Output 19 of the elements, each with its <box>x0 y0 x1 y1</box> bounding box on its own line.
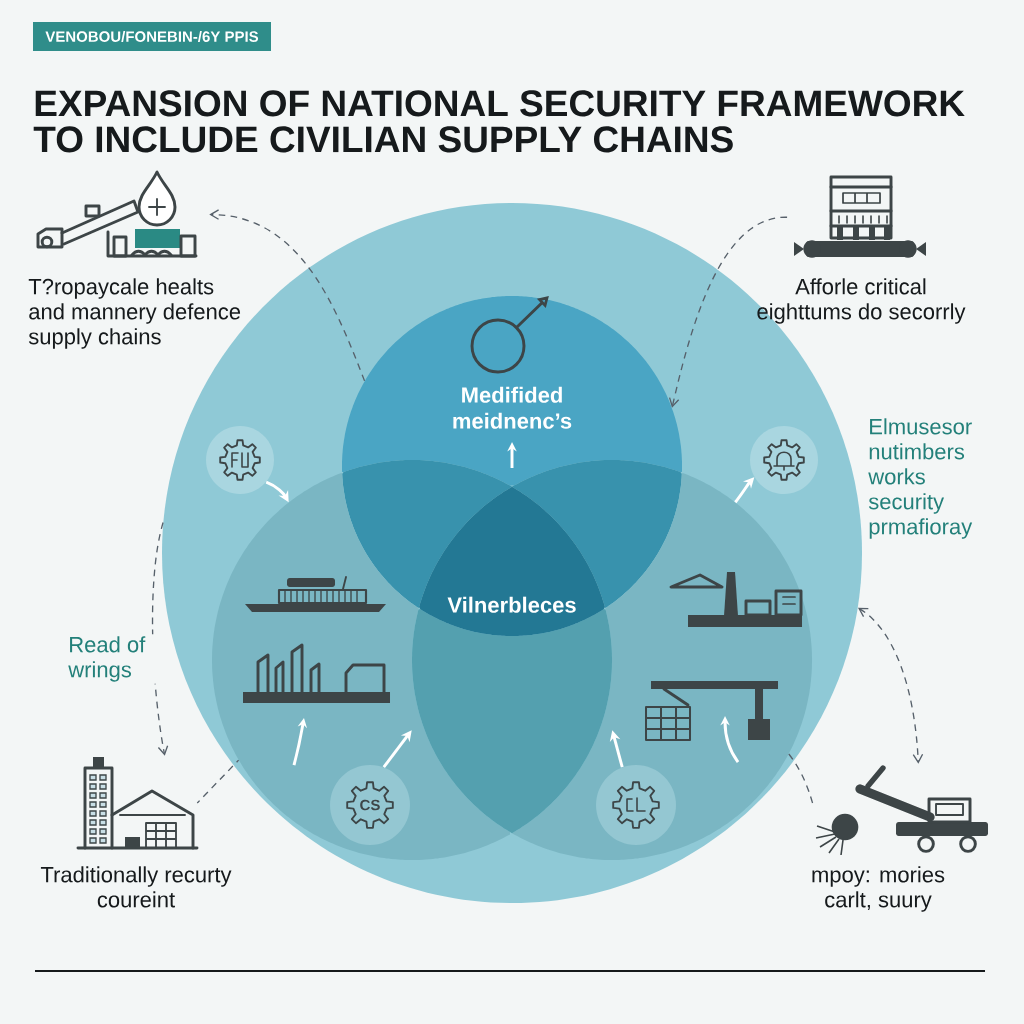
category-tag: VENOBOU/FONEBIN-/6Y PPIS <box>33 22 271 51</box>
icon-disc: CS <box>330 765 410 845</box>
machine-illustration <box>794 175 926 258</box>
dashed-arrow <box>668 216 788 408</box>
node-label: Traditionally recurty coureint <box>40 866 232 908</box>
side-note: Elmusesor nutimbers works security prmafioray <box>868 418 973 539</box>
title: EXPANSION OF NATIONAL SECURITY FRAMEWORK TO INCLUDE CIVILIAN SUPPLY CHAINS <box>33 90 965 153</box>
node-label: Afforle critical eighttums do secorrly <box>757 278 966 324</box>
dashed-double-arrow <box>857 607 924 764</box>
dashed-arrow <box>209 209 366 382</box>
node-label: T?ropaycale healts and mannery defence supply chains <box>28 278 241 349</box>
venn-overlap: Vilnerbleces <box>412 486 612 834</box>
arrow <box>382 730 412 769</box>
dashed-line <box>196 759 240 804</box>
building-illustration <box>76 757 199 850</box>
node-label: mpoy: mories carlt, suury <box>812 866 945 912</box>
edge-label: Read of wrings <box>66 634 166 684</box>
harvester-illustration <box>36 170 198 258</box>
grinder-vehicle-illustration <box>815 765 988 856</box>
